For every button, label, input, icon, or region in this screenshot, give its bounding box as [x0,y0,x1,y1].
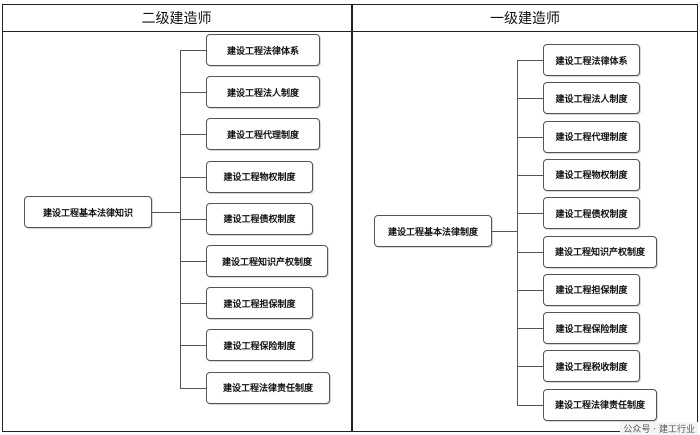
root-connector [152,212,180,213]
branch-connector [180,303,206,305]
child-node: 建设工程法律体系 [543,44,640,76]
child-node: 建设工程担保制度 [206,287,313,320]
child-node: 建设工程物权制度 [206,160,313,193]
branch-connector [180,387,206,389]
root-connector [492,231,517,232]
branch-connector [517,98,543,100]
panel-heading-primary: 一级建造师 [352,4,698,32]
watermark-text: 公众号 · 建工行业 [620,422,698,435]
panel-heading-secondary: 二级建造师 [2,4,351,32]
branch-connector [517,328,543,330]
branch-connector [180,176,206,178]
branch-connector [180,50,206,51]
child-node: 建设工程知识产权制度 [543,235,657,268]
branch-connector [517,251,543,253]
branch-connector [180,134,206,136]
child-node: 建设工程知识产权制度 [206,245,328,277]
panel-divider [351,4,353,432]
child-node: 建设工程债权制度 [206,202,313,235]
branch-connector [180,261,206,262]
branch-connector [517,136,543,138]
child-node: 建设工程税收制度 [543,350,640,383]
child-node: 建设工程法人制度 [543,82,640,115]
child-node: 建设工程担保制度 [543,273,640,306]
child-node: 建设工程保险制度 [543,312,640,345]
branch-connector [517,366,543,368]
tree-spine [517,60,518,405]
child-node: 建设工程法律责任制度 [543,388,657,421]
branch-connector [517,174,543,176]
child-node: 建设工程代理制度 [206,118,320,151]
child-node: 建设工程债权制度 [543,197,640,230]
branch-connector [517,213,543,215]
root-node: 建设工程基本法律制度 [374,215,492,247]
branch-connector [180,218,206,220]
branch-connector [180,92,206,94]
root-node: 建设工程基本法律知识 [24,196,152,228]
child-node: 建设工程法律体系 [206,34,320,66]
child-node: 建设工程代理制度 [543,120,640,153]
branch-connector [517,289,543,291]
branch-connector [517,60,543,61]
branch-connector [517,404,543,406]
child-node: 建设工程法人制度 [206,76,320,109]
child-node: 建设工程保险制度 [206,329,313,362]
branch-connector [180,345,206,347]
child-node: 建设工程法律责任制度 [206,371,330,404]
child-node: 建设工程物权制度 [543,158,640,191]
